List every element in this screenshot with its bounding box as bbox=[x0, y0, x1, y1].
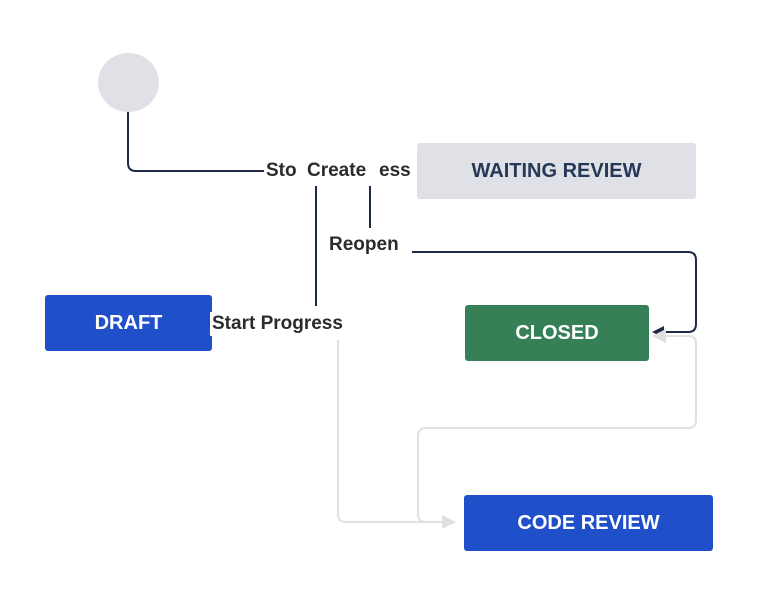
status-code-review[interactable]: CODE REVIEW bbox=[464, 495, 713, 551]
create-transition-line[interactable] bbox=[127, 112, 268, 172]
status-draft-label: DRAFT bbox=[94, 311, 163, 334]
code-review-to-closed-line[interactable] bbox=[417, 329, 697, 523]
status-waiting-review[interactable]: WAITING REVIEW bbox=[417, 143, 696, 199]
progress-fragment-text: ess bbox=[379, 160, 411, 181]
transition-label-create[interactable]: Create bbox=[304, 159, 369, 183]
transition-label-stop-fragment[interactable]: Sto bbox=[264, 159, 299, 183]
status-waiting-review-label: WAITING REVIEW bbox=[471, 159, 642, 182]
status-code-review-label: CODE REVIEW bbox=[517, 511, 660, 534]
transition-label-reopen[interactable]: Reopen bbox=[327, 233, 401, 257]
start-progress-text: Start Progress bbox=[212, 313, 343, 334]
status-closed[interactable]: CLOSED bbox=[465, 305, 649, 361]
status-draft[interactable]: DRAFT bbox=[45, 295, 212, 351]
start-progress-to-code-review-line[interactable] bbox=[337, 340, 456, 529]
transition-label-in-progress-fragment[interactable]: ess bbox=[377, 159, 413, 183]
transition-label-start-progress[interactable]: Start Progress bbox=[210, 312, 345, 336]
start-node[interactable] bbox=[98, 53, 159, 112]
reopen-text: Reopen bbox=[329, 234, 399, 255]
status-closed-label: CLOSED bbox=[515, 321, 599, 344]
create-text: Create bbox=[307, 160, 367, 181]
stop-fragment-text: Sto bbox=[266, 160, 297, 181]
reopen-transition-line[interactable] bbox=[412, 251, 697, 338]
